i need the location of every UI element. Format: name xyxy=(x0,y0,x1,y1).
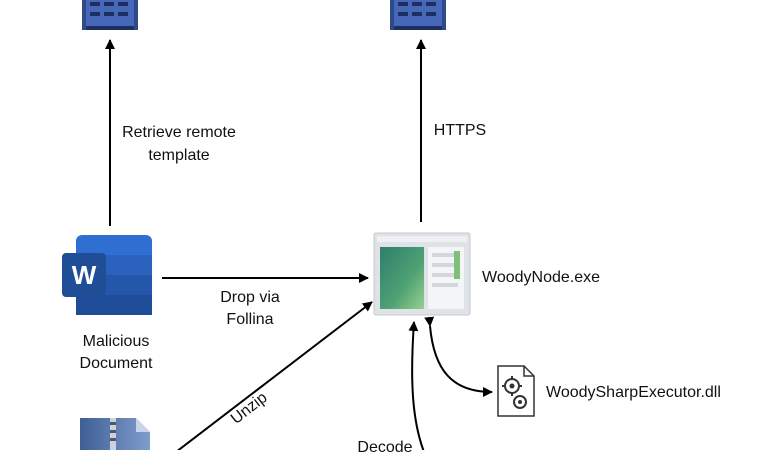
edge-label-https: HTTPS xyxy=(433,122,487,139)
server-icon xyxy=(82,0,138,30)
application-window-icon xyxy=(373,232,471,316)
edge-label-drop-via-follina-line2: Follina xyxy=(226,311,274,328)
edge-load-dll xyxy=(424,316,493,397)
node-label-woodynode: WoodyNode.exe xyxy=(482,269,600,286)
edge-label-decode: Decode xyxy=(357,439,413,456)
edge-label-drop-via-follina-line1: Drop via xyxy=(220,289,280,306)
node-label-woodysharpexecutor: WoodySharpExecutor.dll xyxy=(546,384,721,401)
edge-label-retrieve-template-line2: template xyxy=(148,147,210,164)
node-label-malicious-line2: Document xyxy=(79,355,153,372)
edge-label-retrieve-template-line1: Retrieve remote xyxy=(122,124,236,141)
word-document-icon: W xyxy=(62,235,152,315)
server-icon xyxy=(390,0,446,30)
dll-gear-file-icon xyxy=(497,365,535,417)
node-label-malicious-line1: Malicious xyxy=(82,333,150,350)
edge-unzip xyxy=(176,301,373,450)
zip-file-icon xyxy=(80,418,150,450)
word-badge-letter: W xyxy=(72,260,97,290)
edge-decode xyxy=(408,321,425,450)
